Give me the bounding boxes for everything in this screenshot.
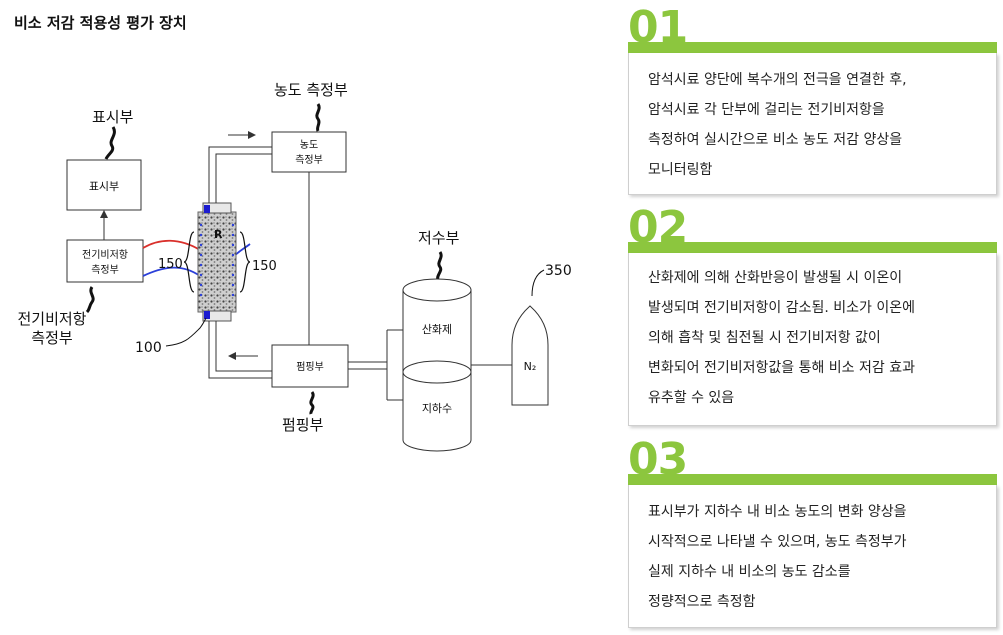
n2-cylinder	[511, 305, 549, 406]
conc-leader	[315, 103, 321, 132]
page-title: 비소 저감 적용성 평가 장치	[14, 14, 187, 32]
oxidant-tank-top	[402, 278, 472, 302]
card-01-line-3: 측정하여 실시간으로 비소 농도 저감 양상을	[648, 132, 903, 148]
pump-leader	[309, 391, 315, 415]
groundwater-label: 지하수	[422, 401, 452, 415]
card-02-line-2: 발생되며 전기비저항이 감소됨. 비소가 이온에	[648, 300, 915, 316]
resist-label-line2: 측정부	[31, 329, 73, 347]
resist-box	[66, 239, 144, 283]
card-01-line-2: 암석시료 각 단부에 걸리는 전기비저항을	[648, 102, 885, 118]
display-box-label: 표시부	[89, 180, 119, 193]
column-mark: R	[214, 228, 223, 241]
arrow-bottom-head	[228, 352, 236, 360]
card-03-line-3: 실제 지하수 내 비소의 농도 감소를	[648, 564, 851, 580]
card-01-line-1: 암석시료 양단에 복수개의 전극을 연결한 후,	[648, 72, 907, 88]
card-03-box: 표시부가 지하수 내 비소 농도의 변화 양상을 시작적으로 나타낼 수 있으며…	[628, 485, 997, 628]
ref-350: 350	[545, 263, 572, 279]
reservoir-label: 저수부	[418, 229, 460, 247]
display-label: 표시부	[92, 108, 134, 126]
resist-label-line1: 전기비저항	[17, 310, 86, 328]
card-02-bar	[628, 242, 997, 253]
arrow-top-head	[248, 131, 256, 139]
column-bottom-cap	[202, 310, 232, 322]
pump-box	[271, 344, 349, 388]
reservoir-leader	[436, 251, 443, 281]
card-02-box: 산화제에 의해 산화반응이 발생될 시 이온이 발생되며 전기비저항이 감소됨.…	[628, 253, 997, 426]
conc-box	[271, 131, 347, 173]
pump-label: 펌핑부	[282, 416, 324, 434]
pump-tank-pipes	[348, 329, 405, 401]
card-01-box: 암석시료 양단에 복수개의 전극을 연결한 후, 암석시료 각 단부에 걸리는 …	[628, 53, 997, 195]
resist-leader	[85, 286, 95, 314]
ref-100: 100	[135, 340, 162, 356]
card-01-line-4: 모니터링함	[648, 162, 713, 178]
oxidant-label: 산화제	[422, 323, 452, 336]
bottom-electrode	[204, 311, 210, 319]
card-02-line-3: 의해 흡착 및 침전될 시 전기비저항 값이	[648, 330, 881, 346]
pump-box-label: 펌핑부	[296, 361, 324, 373]
ref-100-leader	[165, 317, 207, 347]
card-01-bar	[628, 42, 997, 53]
ref-150-left: 150	[158, 257, 183, 272]
electrode-dots	[199, 223, 235, 297]
top-pipe	[208, 146, 272, 203]
brace-left	[183, 231, 195, 293]
column-top-cap	[202, 202, 232, 214]
ref-150-right: 150	[252, 259, 277, 274]
card-03-line-2: 시작적으로 나타낼 수 있으며, 농도 측정부가	[648, 534, 907, 550]
card-03-bar	[628, 474, 997, 485]
conc-box-line1: 농도	[300, 139, 318, 151]
card-03-line-4: 정량적으로 측정함	[648, 594, 756, 610]
resist-box-line2: 측정부	[91, 264, 119, 276]
card-02-line-4: 변화되어 전기비저항값을 통해 비소 저감 효과	[648, 360, 915, 376]
card-03-line-1: 표시부가 지하수 내 비소 농도의 변화 양상을	[648, 504, 907, 520]
display-leader	[104, 126, 116, 160]
conc-label: 농도 측정부	[274, 81, 348, 99]
sample-column	[197, 211, 237, 313]
n2-label: N₂	[524, 360, 537, 373]
conc-box-line2: 측정부	[295, 154, 323, 166]
display-box	[66, 159, 142, 211]
top-electrode	[204, 205, 210, 213]
resist-box-line1: 전기비저항	[82, 249, 128, 261]
groundwater-tank	[402, 372, 472, 452]
groundwater-tank-top	[402, 360, 472, 384]
bottom-pipe	[208, 321, 272, 379]
arrow-head-display	[100, 210, 108, 218]
ref-350-leader	[531, 269, 545, 297]
card-02-line-5: 유추할 수 있음	[648, 390, 735, 406]
brace-right	[239, 231, 251, 293]
apparatus-diagram: 표시부 표시부 전기비저항 측정부 전기비저항 측정부 R 150 150 10…	[17, 81, 572, 452]
card-02-line-1: 산화제에 의해 산화반응이 발생될 시 이온이	[648, 270, 903, 286]
